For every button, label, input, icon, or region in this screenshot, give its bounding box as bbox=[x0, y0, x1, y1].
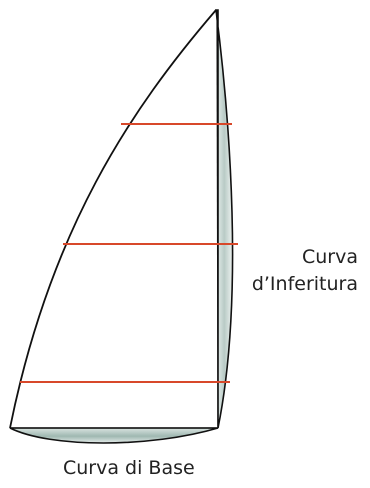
luff-curve-label-line2: d’Inferitura bbox=[251, 273, 358, 295]
base-curve-label: Curva di Base bbox=[63, 457, 195, 479]
luff-curve-label: Curva d’Inferitura bbox=[252, 244, 358, 298]
sail-body bbox=[10, 10, 218, 428]
luff-curve-shading bbox=[215, 9, 234, 429]
base-curve-shading bbox=[9, 427, 219, 444]
luff-straight-line bbox=[216, 9, 219, 429]
sail-leech bbox=[9, 9, 217, 429]
luff-curve-label-line1: Curva bbox=[301, 246, 358, 268]
